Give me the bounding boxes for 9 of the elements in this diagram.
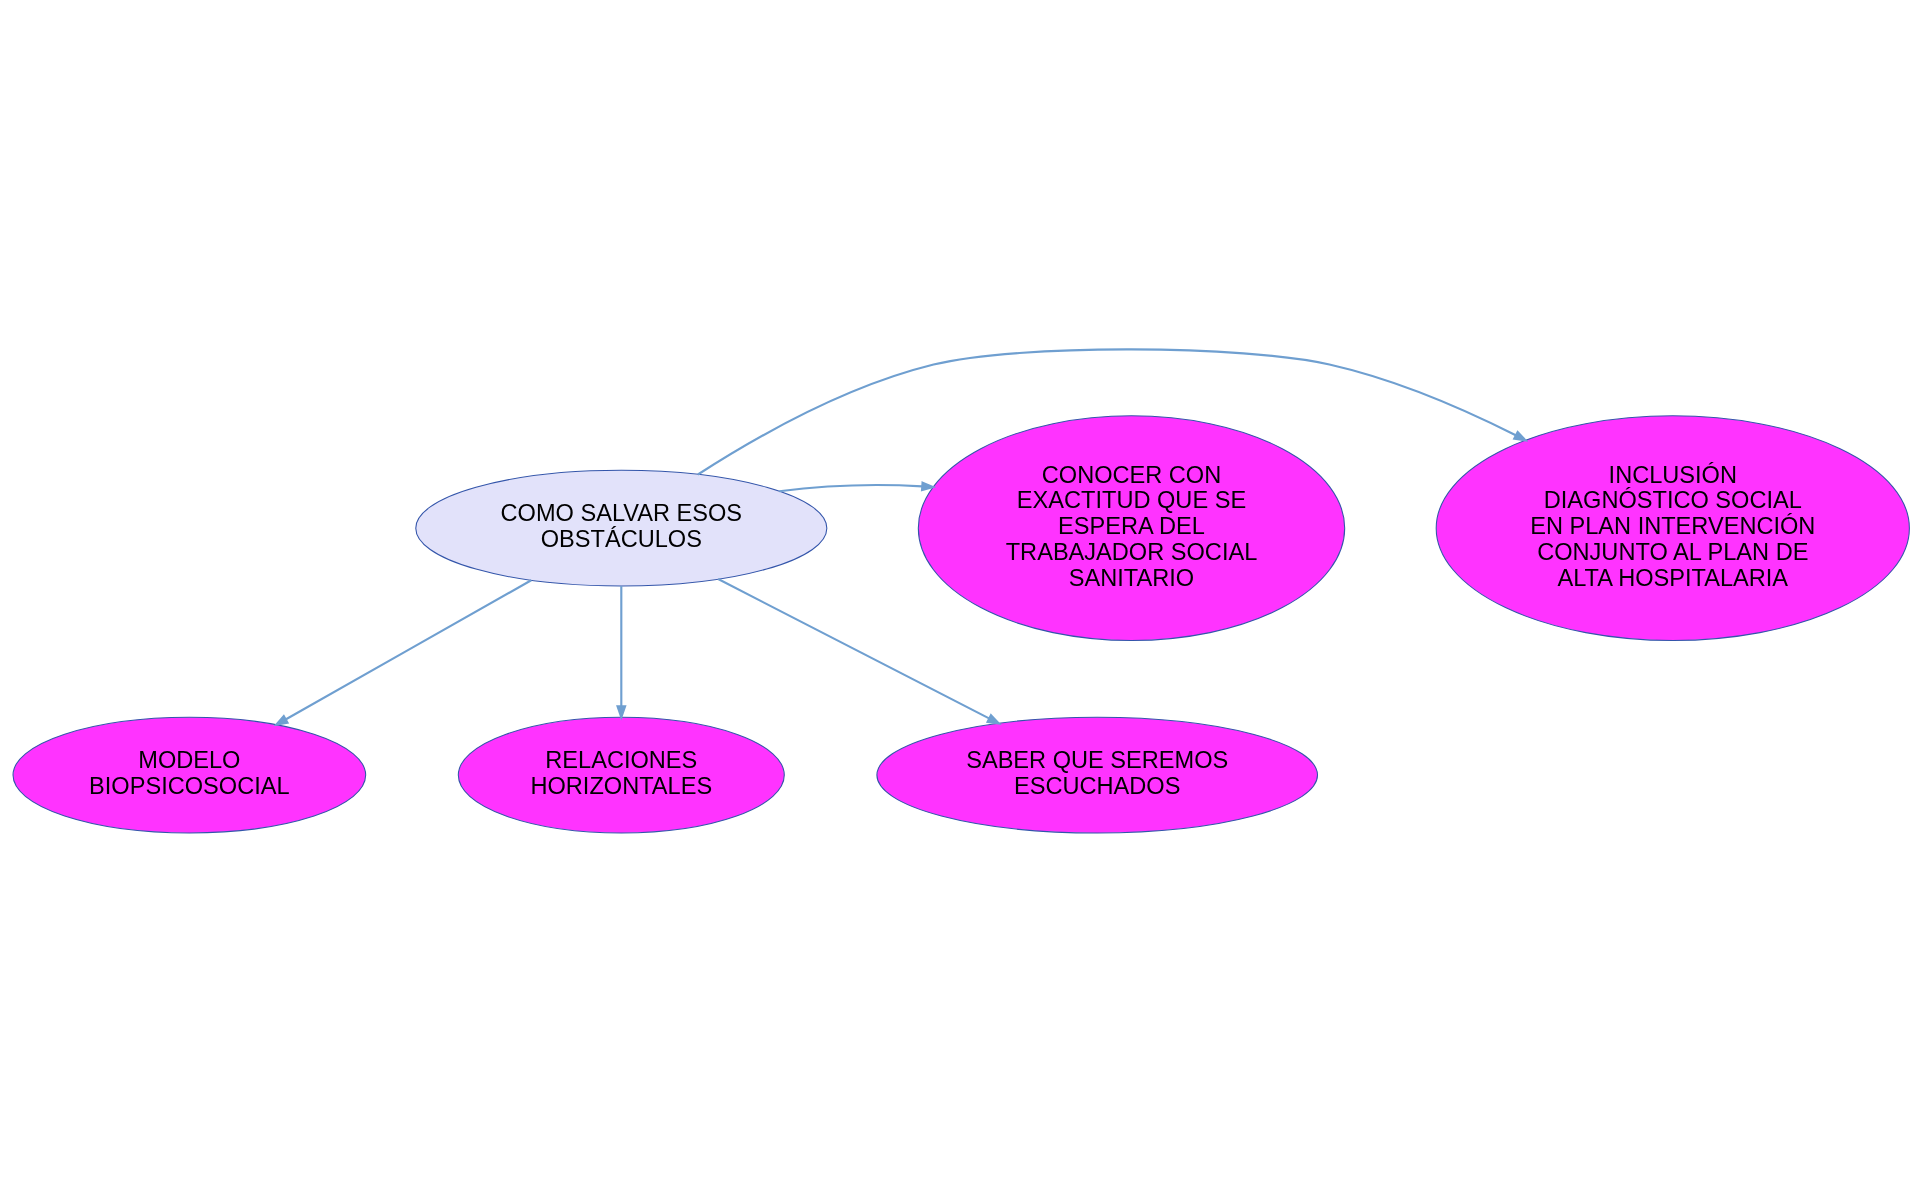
node-ellipse: RELACIONES HORIZONTALES — [457, 716, 785, 834]
node-ellipse: SABER QUE SEREMOS ESCUCHADOS — [876, 716, 1319, 834]
arrow — [697, 348, 1529, 476]
node-ellipse: INCLUSIÓN DIAGNÓSTICO SOCIAL EN PLAN INTERVENCIÓN CONJUNTO AL PLAN DE ALTA HOSPITALARIA — [1435, 415, 1910, 642]
arrow — [273, 579, 532, 727]
arrow — [717, 578, 1002, 725]
arrow — [616, 586, 627, 721]
arrow — [779, 481, 937, 493]
node-ellipse: COMO SALVAR ESOS OBSTÁCULOS — [415, 469, 828, 587]
